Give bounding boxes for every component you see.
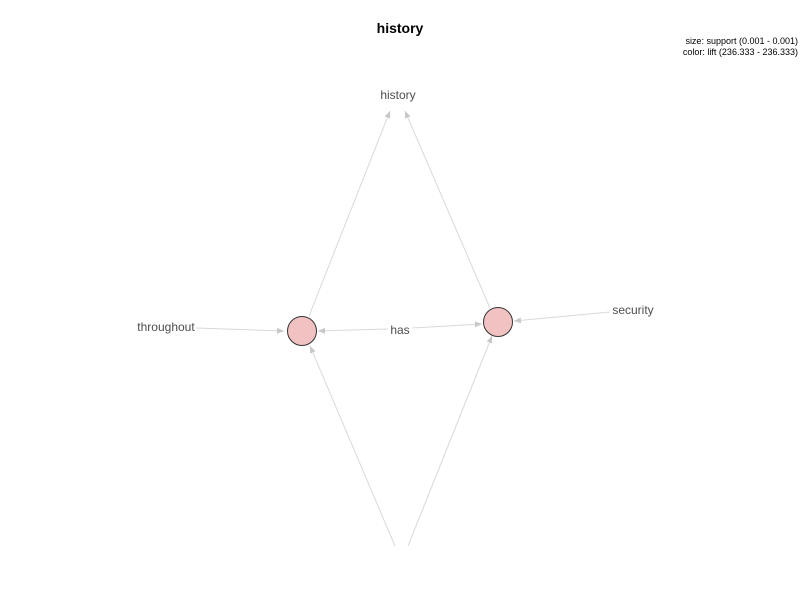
legend-size: size: support (0.001 - 0.001) bbox=[685, 36, 798, 46]
rule-node-1[interactable] bbox=[287, 316, 317, 346]
item-label-has[interactable]: has bbox=[390, 323, 409, 337]
rule-node-2[interactable] bbox=[483, 307, 513, 337]
graph-title: history bbox=[376, 20, 424, 36]
legend: size: support (0.001 - 0.001) color: lif… bbox=[683, 36, 798, 58]
edge-has-rule1 bbox=[317, 327, 389, 334]
edge-has-rule2 bbox=[411, 321, 483, 329]
edge-security-rule2 bbox=[513, 311, 611, 324]
item-label-history[interactable]: history bbox=[380, 88, 415, 102]
item-label-security[interactable]: security bbox=[612, 303, 653, 317]
edge-throughout-rule1 bbox=[195, 327, 285, 334]
item-label-throughout[interactable]: throughout bbox=[137, 320, 195, 334]
edge-unnamed-rule2 bbox=[407, 335, 493, 547]
edge-rule1-history bbox=[308, 110, 391, 317]
legend-color: color: lift (236.333 - 236.333) bbox=[682, 47, 798, 57]
edge-unnamed-rule1 bbox=[309, 345, 396, 547]
edge-rule2-history bbox=[404, 110, 491, 309]
